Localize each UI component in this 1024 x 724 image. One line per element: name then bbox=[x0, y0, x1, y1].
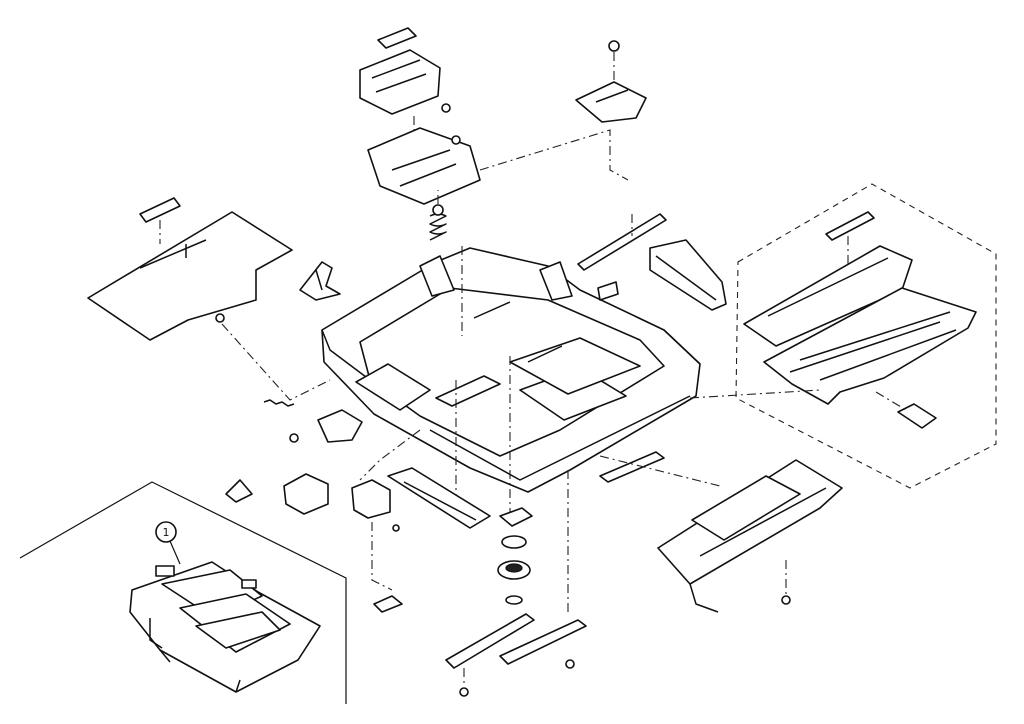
small-pad bbox=[139, 197, 181, 223]
corner-piece bbox=[225, 479, 253, 503]
screw bbox=[608, 40, 620, 52]
document-feeder-assembly bbox=[129, 561, 321, 693]
bottom-right-plate bbox=[599, 451, 843, 613]
upper-bracket bbox=[359, 49, 441, 115]
mid-bracket bbox=[367, 127, 481, 205]
chassis-opening bbox=[509, 337, 641, 395]
motor-unit bbox=[283, 473, 329, 515]
bracket-screw bbox=[441, 103, 451, 113]
top-pad bbox=[377, 27, 417, 49]
right-assembly-group bbox=[735, 183, 997, 489]
left-cover-plate bbox=[87, 197, 331, 401]
gear-stack bbox=[497, 507, 533, 605]
upper-bracket-assembly bbox=[359, 27, 629, 241]
left-bar bbox=[445, 613, 535, 669]
clip-bracket bbox=[317, 409, 363, 443]
left-small-parts bbox=[225, 399, 491, 613]
inset-callout-number: 1 bbox=[163, 526, 170, 539]
top-right-bracket bbox=[575, 40, 647, 123]
right-bar bbox=[499, 619, 587, 665]
spring-coil bbox=[429, 204, 447, 241]
slide-rail bbox=[387, 467, 491, 529]
main-chassis bbox=[321, 246, 701, 616]
gear-block bbox=[351, 479, 391, 519]
left-clip bbox=[299, 261, 341, 301]
pad bbox=[825, 211, 875, 241]
inset-callout: 1 bbox=[155, 521, 181, 565]
upper-guide bbox=[743, 245, 913, 347]
inset-section: 1 bbox=[19, 481, 347, 704]
bottom-bars bbox=[445, 613, 587, 697]
center-rail bbox=[577, 213, 727, 311]
